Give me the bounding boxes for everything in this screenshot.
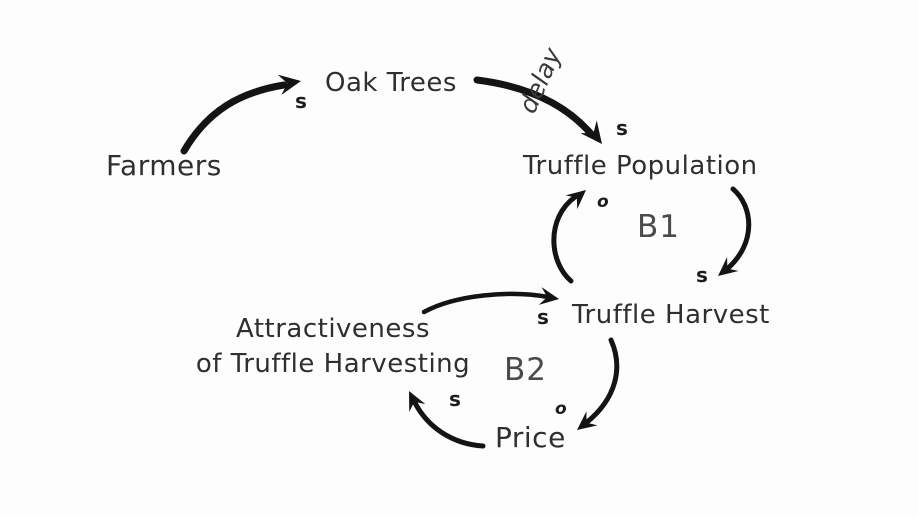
arrow-farmers-to-oak-trees: [180, 74, 301, 155]
polarity-o-harvest-to-price: o: [555, 399, 567, 419]
loop-label-b1: B1: [637, 209, 680, 245]
arrow-truffle-population-to-truffle-harvest: [718, 186, 752, 276]
node-truffle-harvest: Truffle Harvest: [572, 300, 770, 330]
arrow-truffle-harvest-to-price: [577, 337, 620, 430]
polarity-s-population-to-harvest: s: [696, 263, 708, 287]
node-attractiveness-of-truffle-harvesting: Attractiveness of Truffle Harvesting: [178, 312, 488, 382]
polarity-s-farmers-to-oak: s: [295, 89, 307, 113]
arrow-truffle-harvest-to-truffle-population: [551, 190, 586, 284]
arrow-price-to-attractiveness: [409, 391, 486, 449]
node-oak-trees: Oak Trees: [325, 68, 457, 98]
node-truffle-population: Truffle Population: [523, 151, 758, 181]
node-attractiveness-line1: Attractiveness: [235, 314, 430, 344]
arrow-oak-trees-to-truffle-population: [473, 76, 602, 144]
arrow-attractiveness-to-truffle-harvest: [421, 287, 559, 315]
polarity-s-price-to-attractiveness: s: [449, 387, 461, 411]
loop-label-b2: B2: [504, 352, 547, 388]
node-price: Price: [495, 421, 566, 454]
polarity-s-attractiveness-to-harvest: s: [537, 305, 549, 329]
node-attractiveness-line2: of Truffle Harvesting: [195, 349, 471, 379]
polarity-s-oak-to-population: s: [616, 116, 628, 140]
polarity-o-harvest-to-population: o: [597, 192, 609, 212]
node-farmers: Farmers: [106, 149, 222, 182]
